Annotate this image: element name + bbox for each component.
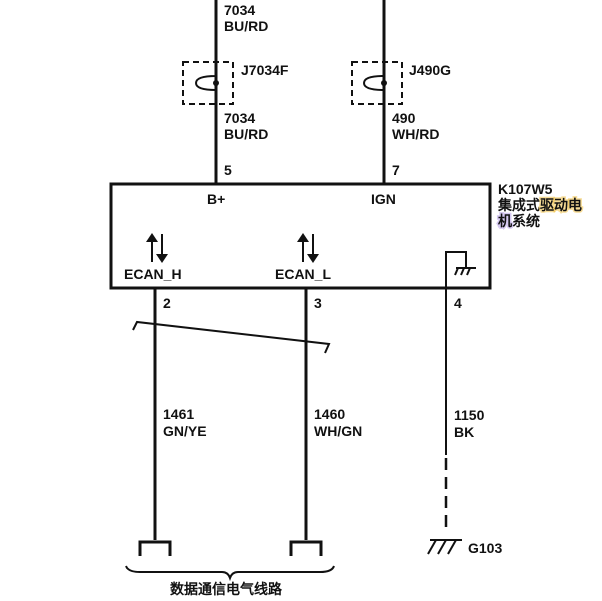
module-pin-bplus: B+ <box>207 191 225 207</box>
module-name-line1-a: 集成式 <box>497 197 540 214</box>
wire-1150-color: BK <box>454 424 474 440</box>
pin-4: 4 <box>454 295 462 311</box>
connector-j7034f-symbol <box>194 66 217 100</box>
pin-3: 3 <box>314 295 322 311</box>
module-pin-ecan-l: ECAN_L <box>275 266 331 282</box>
wire-1461-circuit: 1461 <box>163 406 194 422</box>
internal-ground-icon <box>445 251 476 288</box>
module-name-line2: 机系统 <box>498 213 540 230</box>
connector-right-circuit: 490 <box>392 110 416 126</box>
bottom-brace <box>125 565 335 582</box>
connector-left-pin: 5 <box>224 162 232 178</box>
module-name-line2-b: 系统 <box>512 213 540 230</box>
wire-1460-color: WH/GN <box>314 423 362 439</box>
connector-left-id: J7034F <box>241 62 289 78</box>
ecan-l-bidirectional-arrow-icon <box>297 233 319 263</box>
connector-j490g-symbol <box>362 66 385 100</box>
ground-g103-icon <box>427 539 462 555</box>
top-left-circuit: 7034 <box>224 2 255 18</box>
module-box <box>109 182 492 290</box>
connector-j490g <box>351 61 403 105</box>
ecan-h-bidirectional-arrow-icon <box>146 233 168 263</box>
connector-left-circuit: 7034 <box>224 110 255 126</box>
module-name-line2-a: 机 <box>498 213 512 230</box>
connector-j7034f-dot <box>213 80 219 86</box>
wire-1150-circuit: 1150 <box>454 407 485 423</box>
connector-right-color: WH/RD <box>392 126 439 142</box>
wire-1460-circuit: 1460 <box>314 406 345 422</box>
twisted-pair-marker <box>132 320 331 354</box>
connector-j7034f-box <box>182 61 234 105</box>
module-id: K107W5 <box>498 181 553 197</box>
connector-j7034f <box>182 61 234 105</box>
connector-left-color: BU/RD <box>224 126 268 142</box>
module-pin-ign: IGN <box>371 191 396 207</box>
connector-j490g-box <box>351 61 403 105</box>
wire-1461-color: GN/YE <box>163 423 207 439</box>
footer-label: 数据通信电气线路 <box>170 581 283 598</box>
module-name-line1: 集成式驱动电 <box>497 197 582 214</box>
connector-right-pin: 7 <box>392 162 400 178</box>
module-name-line1-b: 驱动电 <box>540 197 582 214</box>
module-pin-ecan-h: ECAN_H <box>124 266 182 282</box>
connector-j490g-dot <box>381 80 387 86</box>
connector-bottom-left-icon <box>138 540 172 556</box>
pin-2: 2 <box>163 295 171 311</box>
connector-right-id: J490G <box>409 62 451 78</box>
ground-id: G103 <box>468 540 502 556</box>
top-left-color: BU/RD <box>224 18 268 34</box>
connector-bottom-right-icon <box>289 540 323 556</box>
